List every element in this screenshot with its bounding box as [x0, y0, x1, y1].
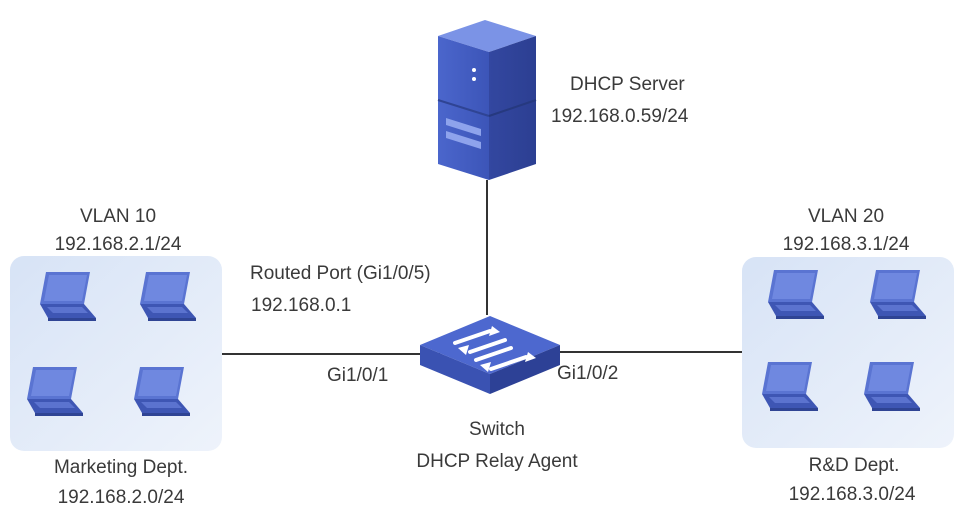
routed-port-label: Routed Port (Gi1/0/5) [250, 263, 431, 284]
left-dept-label: Marketing Dept. [53, 457, 189, 478]
vlan10-gateway: 192.168.2.1/24 [54, 234, 182, 255]
port-left-label: Gi1/0/1 [327, 365, 389, 386]
switch-label: Switch [469, 419, 525, 440]
vlan10-label: VLAN 10 [79, 206, 157, 227]
right-subnet: 192.168.3.0/24 [788, 484, 916, 505]
server-label: DHCP Server [570, 74, 685, 95]
switch-icon [420, 316, 560, 394]
switch-role: DHCP Relay Agent [416, 451, 578, 472]
server-ip: 192.168.0.59/24 [551, 106, 689, 127]
vlan10-group-box [10, 256, 222, 451]
vlan20-gateway: 192.168.3.1/24 [782, 234, 910, 255]
vlan20-label: VLAN 20 [807, 206, 885, 227]
port-right-label: Gi1/0/2 [557, 363, 619, 384]
left-subnet: 192.168.2.0/24 [57, 487, 185, 508]
server-icon [437, 20, 537, 180]
routed-port-ip: 192.168.0.1 [251, 295, 352, 316]
right-dept-label: R&D Dept. [808, 455, 900, 476]
